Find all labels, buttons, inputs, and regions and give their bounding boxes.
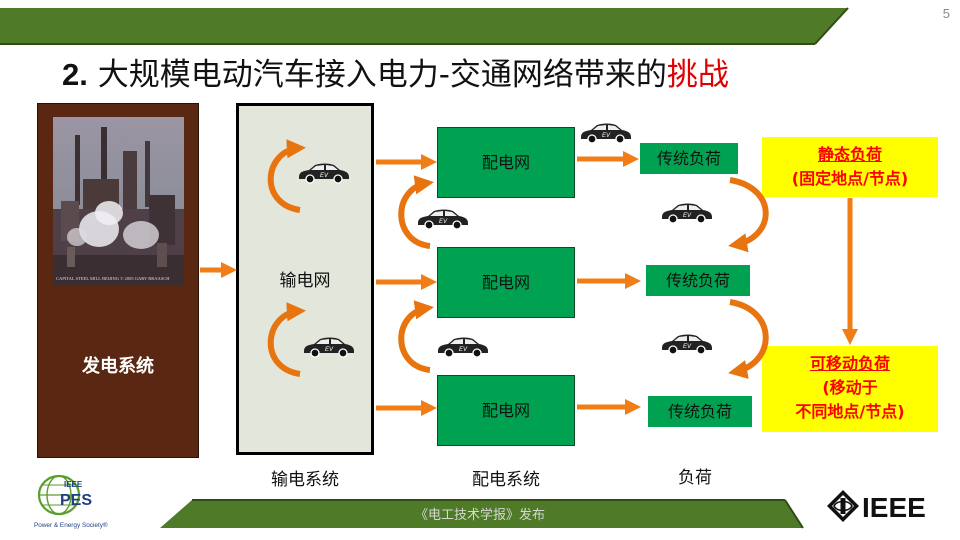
static-load-note: (固定地点/节点)	[791, 169, 909, 188]
transmission-grid-box	[236, 103, 374, 455]
distribution-grid-box-2: 配电网	[437, 247, 575, 318]
conventional-load-box-3: 传统负荷	[648, 396, 752, 427]
distribution-grid-box-3: 配电网	[437, 375, 575, 446]
curved-arrow-load-1	[728, 177, 769, 253]
mobile-load-note-1: (移动于	[822, 378, 878, 397]
title-number: 2.	[62, 57, 88, 92]
ev-car-icon: EV	[299, 163, 349, 184]
pes-top-text: IEEE	[64, 480, 83, 489]
ev-label: EV	[683, 344, 692, 350]
conventional-load-box-2: 传统负荷	[646, 265, 750, 296]
pes-sub-text: Power & Energy Society®	[34, 521, 108, 529]
ev-label: EV	[683, 213, 692, 219]
title-highlight: 挑战	[666, 57, 729, 93]
mobile-load-title: 可移动负荷	[809, 354, 890, 373]
ieee-logo: IEEE	[827, 490, 926, 523]
ev-label: EV	[602, 133, 611, 139]
curved-arrow-load-2	[728, 299, 769, 379]
mobile-load-box: 可移动负荷 (移动于 不同地点/节点)	[762, 346, 938, 432]
steel-mill-photo: CAPITAL STEEL MILL BEIJING © 2005 GARY B…	[53, 117, 184, 285]
ev-label: EV	[459, 347, 468, 353]
curved-arrow-dist-2	[398, 300, 434, 373]
ieee-logo-text: IEEE	[862, 492, 926, 523]
page-number: 5	[942, 6, 950, 21]
distribution-grid-box-1: 配电网	[437, 127, 575, 198]
transmission-system-label: 输电系统	[271, 470, 339, 490]
title-text: 大规模电动汽车接入电力-交通网络带来的	[87, 57, 667, 93]
slide-title: 2. 大规模电动汽车接入电力-交通网络带来的挑战	[62, 50, 729, 100]
distribution-system-label: 配电系统	[472, 470, 540, 490]
ev-car-icon: EV	[418, 209, 468, 230]
photo-caption: CAPITAL STEEL MILL BEIJING © 2005 GARY B…	[56, 276, 170, 281]
top-banner	[0, 7, 849, 45]
conventional-load-box-1: 传统负荷	[640, 143, 738, 174]
ev-car-icon: EV	[662, 334, 712, 355]
ev-label: EV	[320, 173, 329, 179]
ev-car-icon: EV	[662, 203, 712, 224]
static-load-box: 静态负荷 (固定地点/节点)	[762, 137, 938, 197]
static-load-title: 静态负荷	[817, 145, 882, 164]
ev-car-icon: EV	[581, 123, 631, 144]
watermark-text: 《电工技术学报》发布	[414, 508, 545, 523]
ieee-pes-logo: IEEE PES Power & Energy Society®	[34, 474, 108, 529]
ev-car-icon: EV	[438, 337, 488, 358]
generation-system-label: 发电系统	[82, 356, 154, 377]
ev-car-icon: EV	[304, 337, 354, 358]
transmission-grid-label: 输电网	[279, 271, 331, 291]
mobile-load-note-2: 不同地点/节点)	[795, 402, 905, 421]
ev-label: EV	[439, 219, 448, 225]
pes-main-text: PES	[60, 492, 92, 509]
load-label: 负荷	[678, 468, 712, 488]
ev-label: EV	[325, 347, 334, 353]
bottom-banner	[160, 499, 804, 529]
